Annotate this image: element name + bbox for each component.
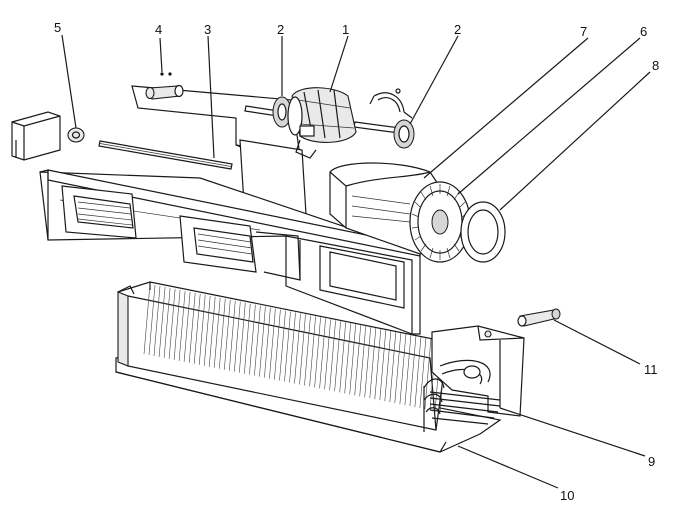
leader-lines <box>61 34 651 489</box>
callout-5: 5 <box>54 20 61 35</box>
main-housing <box>39 169 421 335</box>
callout-8: 8 <box>652 58 659 73</box>
callout-9: 9 <box>648 454 655 469</box>
coil-return-bends <box>423 359 501 432</box>
blower-motor <box>287 87 357 159</box>
callout-7: 7 <box>580 24 587 39</box>
blower-wheel <box>409 181 471 263</box>
capacitor <box>145 72 184 100</box>
housing-cutout <box>319 245 405 309</box>
callout-4: 4 <box>155 22 162 37</box>
air-outlet-left <box>61 185 137 239</box>
left-mounting-bracket <box>11 111 61 161</box>
motor-mount-grommet-right <box>393 119 415 149</box>
heater-coil-fins <box>117 281 449 431</box>
shaft-rod <box>98 140 233 170</box>
callout-2-right: 2 <box>454 22 461 37</box>
housing-back-plate <box>131 85 307 215</box>
fastener-pin <box>517 308 561 327</box>
callout-2-left: 2 <box>277 22 284 37</box>
callout-10: 10 <box>560 488 574 503</box>
inlet-ring <box>460 201 506 263</box>
motor-mount-clamp <box>369 88 413 119</box>
motor-mount-grommet-left <box>272 96 292 128</box>
callout-labels: 1 2 2 3 4 5 6 7 8 9 10 11 <box>54 20 659 503</box>
air-outlet-middle <box>179 215 301 281</box>
callout-1: 1 <box>342 22 349 37</box>
callout-11: 11 <box>644 362 658 377</box>
callout-3: 3 <box>204 22 211 37</box>
callout-6: 6 <box>640 24 647 39</box>
bushing-part <box>67 127 85 143</box>
